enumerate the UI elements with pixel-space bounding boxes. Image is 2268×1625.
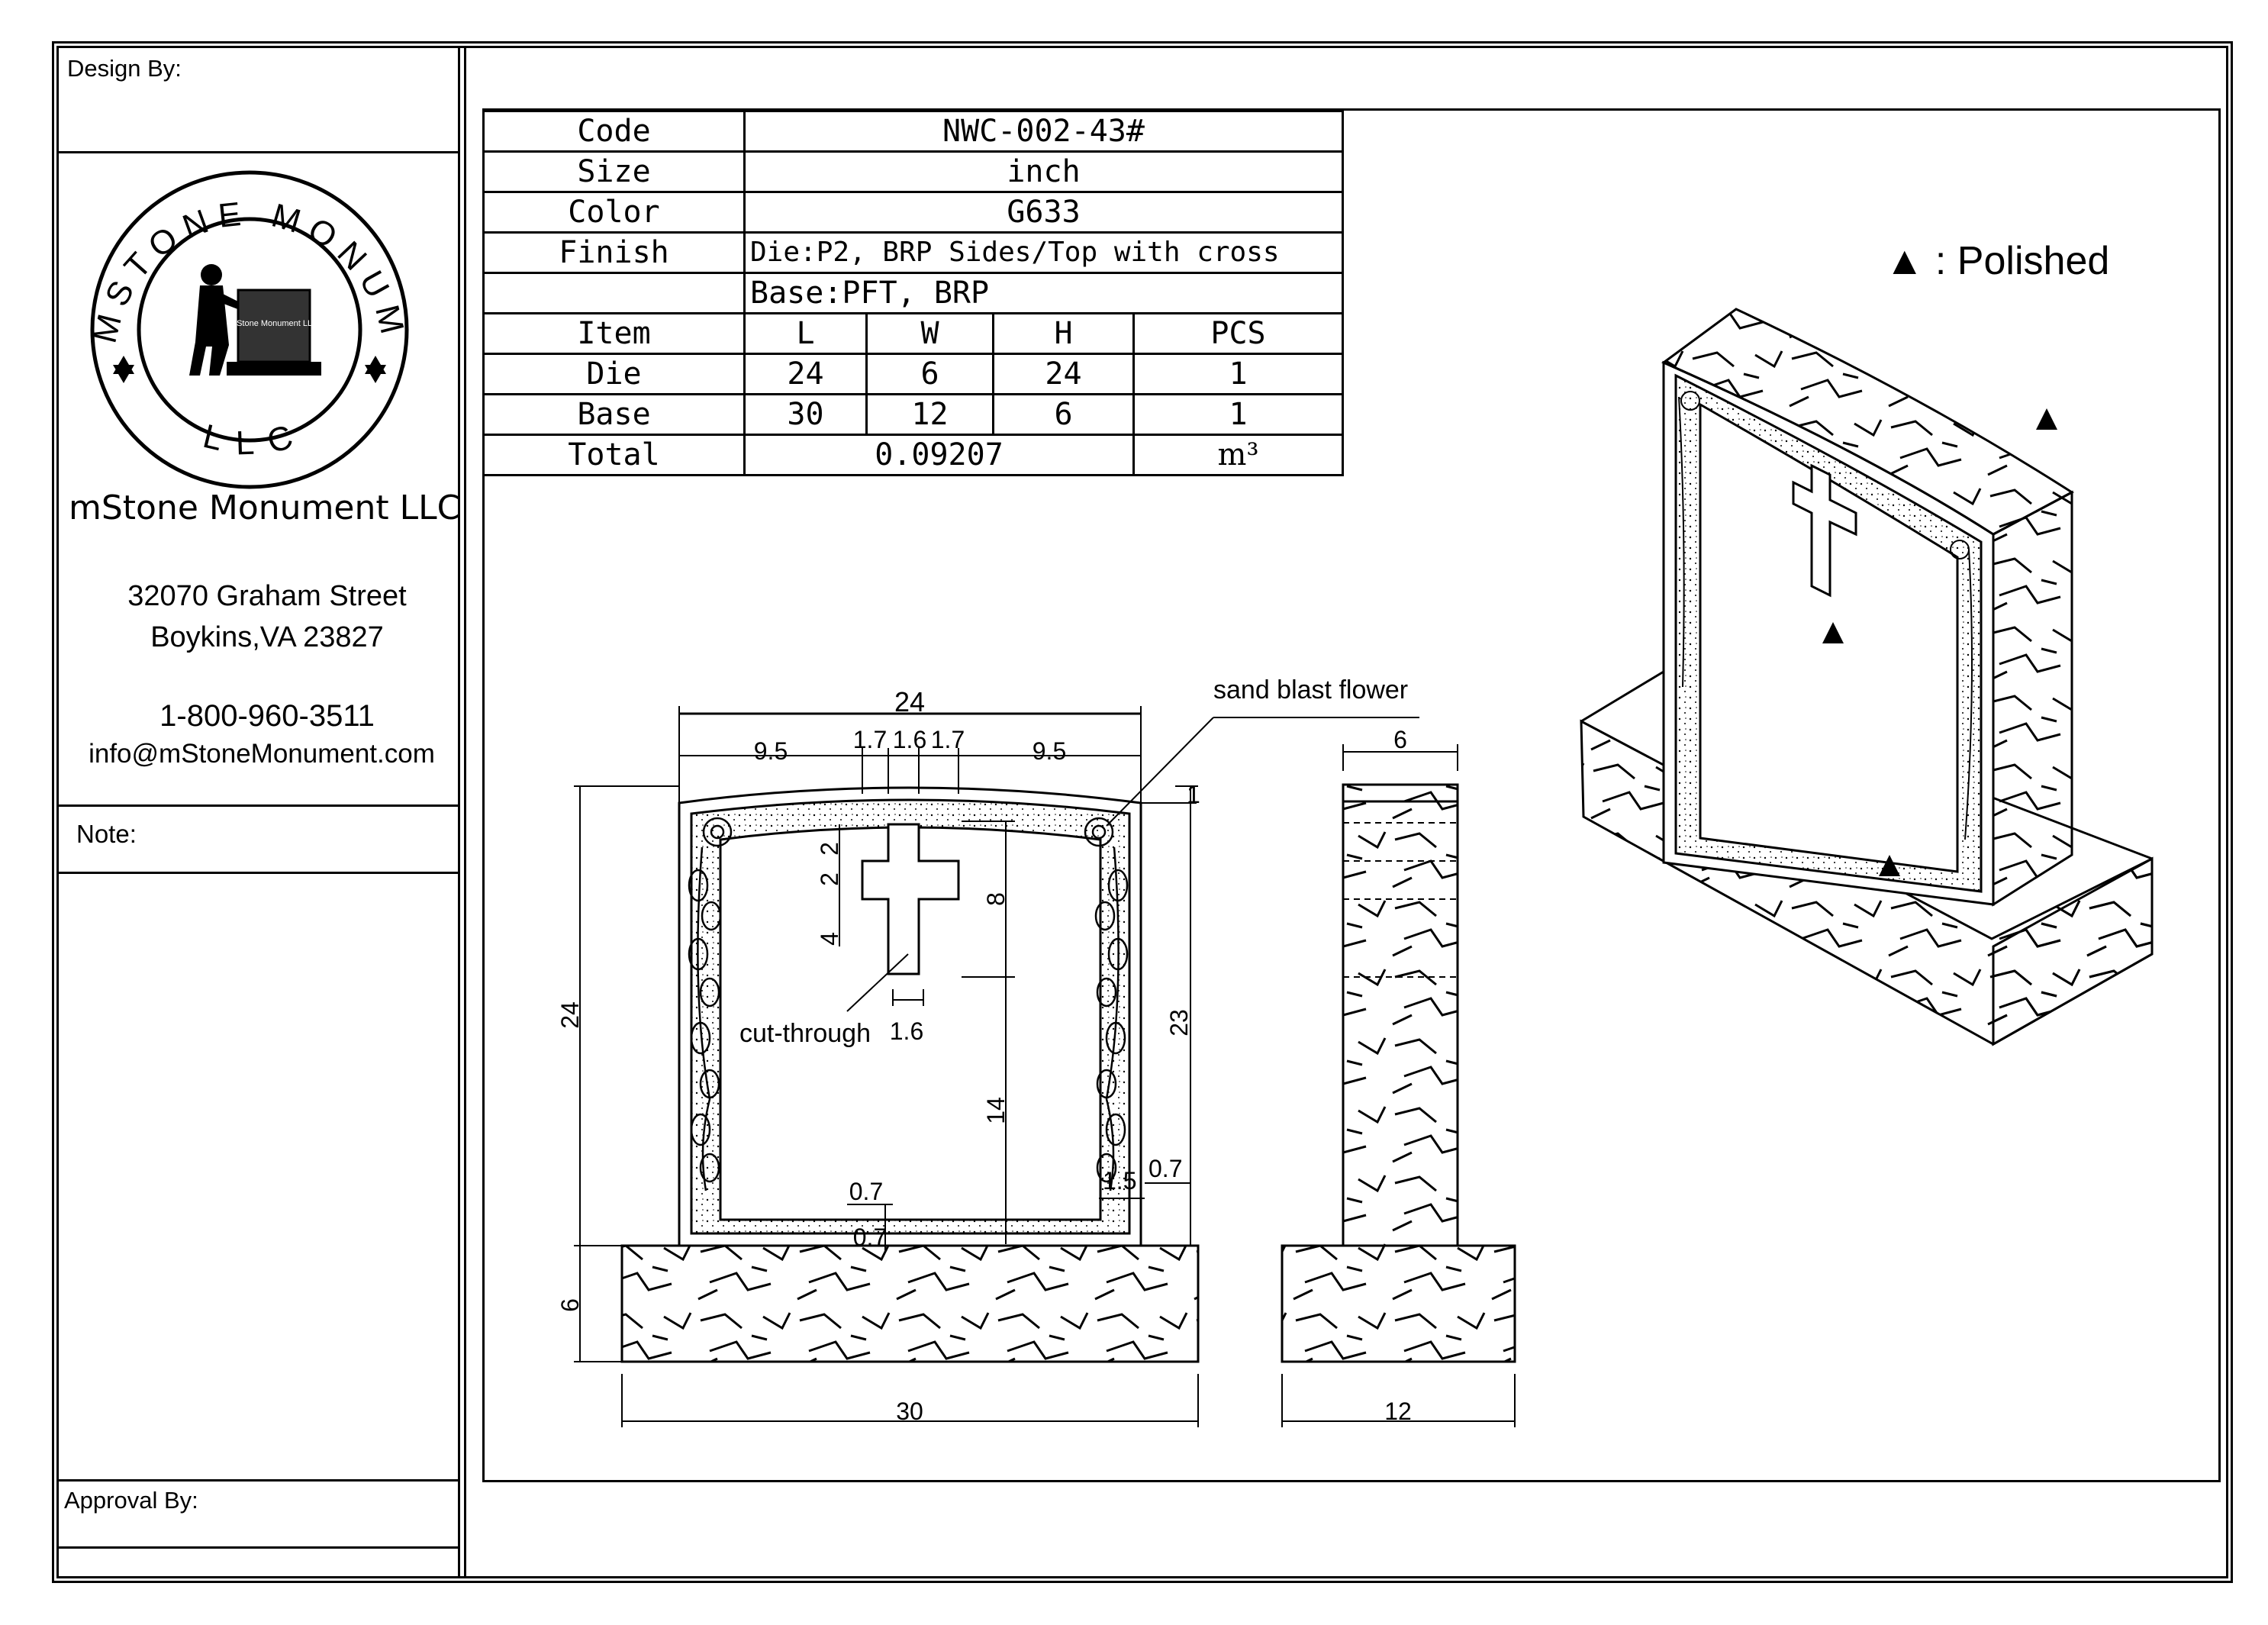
sidebar-rule: [58, 872, 459, 874]
column-header: PCS: [1132, 312, 1344, 355]
size-value: inch: [743, 150, 1344, 193]
carver-figure-icon: [189, 264, 243, 376]
dim-bottom-inset-1: 0.7: [849, 1178, 883, 1205]
column-header: W: [865, 312, 994, 355]
color-label: Color: [482, 191, 746, 234]
dim-side-inset: 0.7: [1148, 1155, 1182, 1182]
polished-marker-icon: [2036, 408, 2057, 430]
design-by-label: Design By:: [67, 55, 182, 82]
polished-marker-icon: [1879, 855, 1900, 876]
sandblast-flower-label: sand blast flower: [1213, 675, 1408, 704]
column-header: Item: [482, 312, 746, 355]
table-cell: 1: [1132, 353, 1344, 395]
code-value: NWC-002-43#: [743, 110, 1344, 153]
dim-cross-stem: 1.6: [890, 1017, 923, 1045]
note-label: Note:: [76, 820, 137, 848]
column-header: H: [992, 312, 1135, 355]
total-unit: m³: [1132, 434, 1344, 476]
sidebar-rule: [58, 1479, 459, 1482]
column-header: L: [743, 312, 868, 355]
total-label: Total: [482, 434, 746, 476]
address-line-2: Boykins,VA 23827: [150, 621, 384, 653]
table-row: Die 24 6 24 1: [482, 353, 1344, 395]
dim-cross-arm-2: 1.7: [931, 726, 965, 753]
side-base: [1281, 1244, 1516, 1363]
front-base: [620, 1244, 1200, 1363]
table-row: Base 30 12 6 1: [482, 393, 1344, 436]
dim-bottom-inset-2: 0.7: [853, 1224, 887, 1251]
dim-base-width: 30: [896, 1398, 923, 1425]
sandblast-flower-right: [1084, 817, 1129, 1191]
finish-die-value: Die:P2, BRP Sides/Top with cross: [743, 231, 1344, 274]
polished-legend: ▲ : Polished: [1885, 239, 2110, 283]
side-die: [1342, 783, 1459, 1247]
sidebar-divider: [458, 46, 460, 1578]
dim-die-depth: 6: [1393, 726, 1407, 753]
table-header-row: Item L W H PCS: [482, 312, 1344, 355]
dim-side-border: 1.5: [1103, 1167, 1136, 1195]
phone-number: 1-800-960-3511: [159, 699, 375, 733]
polished-marker-icon: [1822, 622, 1844, 643]
total-value: 0.09207: [743, 434, 1135, 476]
table-cell: 24: [743, 353, 868, 395]
dim-cross-width: 1.6: [893, 726, 926, 753]
table-cell: 6: [992, 393, 1135, 436]
table-cell: 6: [865, 353, 994, 395]
cutthrough-label: cut-through: [739, 1019, 871, 1048]
finish-base-value: Base:PFT, BRP: [743, 272, 1344, 314]
front-cross-cutout: [861, 823, 960, 975]
dim-base-depth: 12: [1384, 1398, 1412, 1425]
sidebar-divider-2: [464, 46, 466, 1578]
dim-cross-seg-2: 2: [816, 872, 843, 886]
address-line-1: 32070 Graham Street: [127, 580, 407, 612]
table-row: Base:PFT, BRP: [482, 272, 1344, 314]
dim-left-margin: 9.5: [754, 737, 788, 765]
isometric-view: [1580, 308, 2154, 1046]
sidebar-rule: [58, 151, 459, 153]
dim-overall-width: 24: [894, 686, 925, 717]
dim-cross-seg-3: 4: [816, 932, 843, 946]
table-cell: Base: [482, 393, 746, 436]
size-label: Size: [482, 150, 746, 193]
dim-cross-height: 8: [982, 892, 1010, 906]
logo-stone-text: mStone Monument LLC: [230, 319, 318, 328]
dim-lower-height: 14: [982, 1097, 1010, 1124]
color-value: G633: [743, 191, 1344, 234]
company-name: mStone Monument LLC: [69, 488, 461, 527]
finish-label: Finish: [482, 231, 746, 274]
table-cell: Die: [482, 353, 746, 395]
sandblast-flower-left: [688, 817, 733, 1191]
company-logo: MSTONE MONUMENT LLC mStone Monument LLC: [85, 169, 409, 489]
table-row: Total 0.09207 m³: [482, 434, 1344, 476]
outer-border: [52, 41, 2233, 1583]
table-cell: 24: [992, 353, 1135, 395]
code-label: Code: [482, 110, 746, 153]
dim-right-margin: 9.5: [1033, 737, 1066, 765]
drawing-area: [482, 108, 2221, 1482]
sidebar-rule: [58, 804, 459, 807]
table-cell: 30: [743, 393, 868, 436]
dim-inner-height: 23: [1165, 1009, 1193, 1037]
dim-cross-arm-1: 1.7: [853, 726, 887, 753]
email-address: info@mStoneMonument.com: [89, 739, 435, 769]
dim-top-border: 1: [1187, 781, 1200, 808]
dim-cross-seg-1: 2: [816, 842, 843, 856]
approval-by-label: Approval By:: [64, 1487, 198, 1514]
sidebar-rule: [58, 1546, 459, 1549]
inner-border: [56, 46, 2228, 1578]
table-cell: 1: [1132, 393, 1344, 436]
dim-die-height: 24: [556, 1001, 584, 1029]
table-cell: 12: [865, 393, 994, 436]
dim-base-height: 6: [556, 1298, 584, 1312]
